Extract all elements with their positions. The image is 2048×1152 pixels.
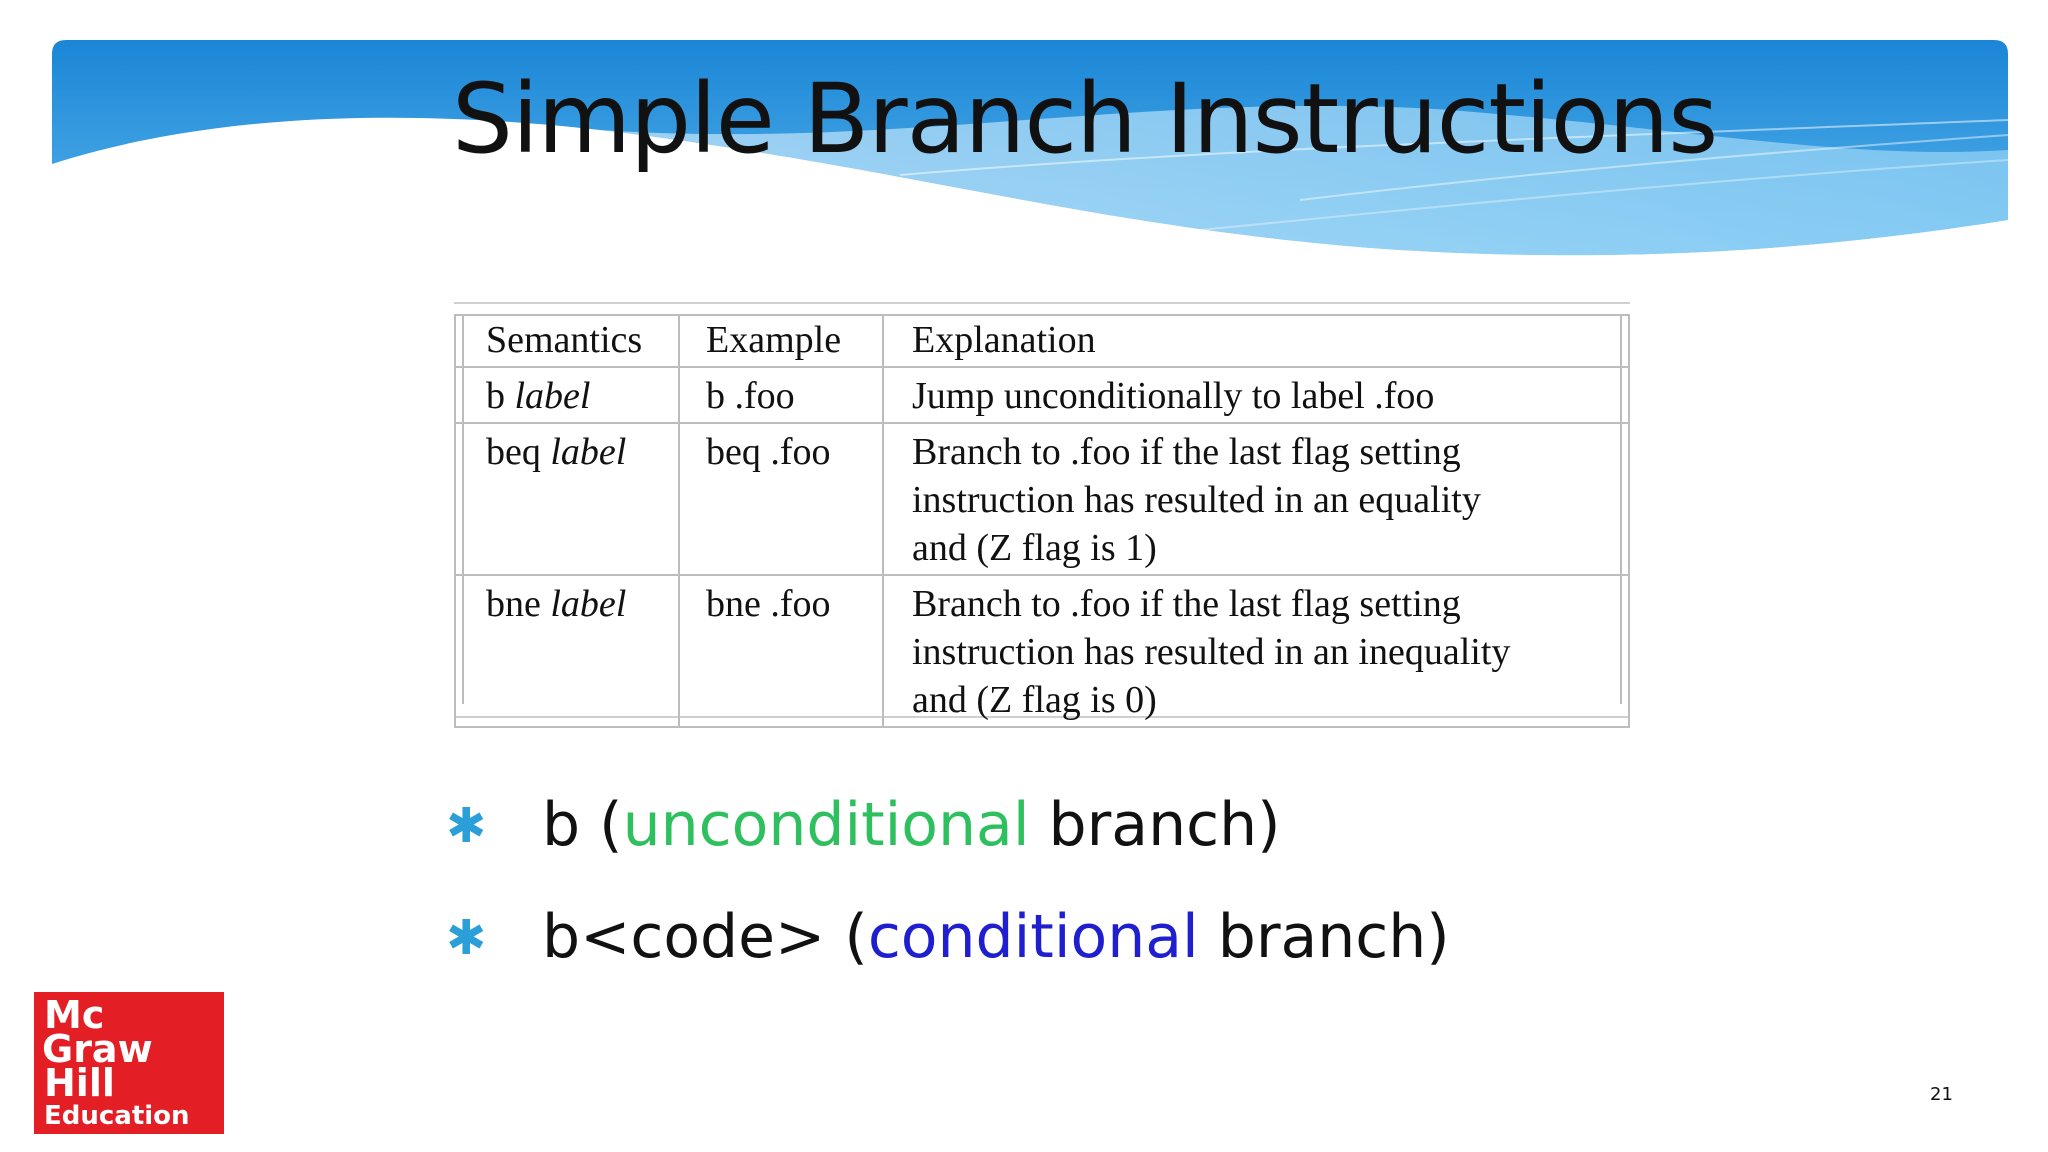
logo-line-graw: Graw (42, 1027, 153, 1071)
slide-title: Simple Branch Instructions (452, 63, 1718, 175)
explanation-line: Branch to .foo if the last flag setting (912, 431, 1461, 473)
bullet-highlight-unconditional: unconditional (622, 790, 1030, 860)
example-cell: b .foo (678, 366, 884, 424)
example-cell: beq .foo (678, 422, 884, 576)
semantics-arg: label (550, 583, 627, 625)
table-header-row: Semantics Example Explanation (454, 314, 1630, 368)
header-example: Example (678, 314, 884, 368)
semantics-cell: beq label (454, 422, 680, 576)
example-cell: bne .foo (678, 574, 884, 728)
bullet-prefix: b ( (542, 790, 623, 860)
explanation-cell: Branch to .foo if the last flag setting … (882, 574, 1630, 728)
logo-line-hill: Hill (44, 1061, 115, 1105)
explanation-line: instruction has resulted in an inequalit… (912, 631, 1511, 673)
explanation-cell: Branch to .foo if the last flag setting … (882, 422, 1630, 576)
mcgraw-hill-education-logo: Mc Graw Hill Education (34, 992, 224, 1134)
logo-line-mc: Mc (44, 993, 104, 1037)
header-wave-banner (52, 40, 2009, 256)
table-row: beq label beq .foo Branch to .foo if the… (454, 422, 1630, 576)
branch-instruction-table: Semantics Example Explanation b label b … (454, 314, 1630, 728)
semantics-arg: label (550, 431, 627, 473)
bullet-suffix: branch) (1198, 902, 1450, 972)
bullet-text: b (unconditional branch) (542, 790, 1281, 860)
semantics-arg: label (514, 375, 591, 417)
semantics-op: b (486, 375, 505, 417)
bullet-text: b<code> (conditional branch) (542, 902, 1450, 972)
explanation-line: Branch to .foo if the last flag setting (912, 583, 1461, 625)
explanation-cell: Jump unconditionally to label .foo (882, 366, 1630, 424)
semantics-cell: b label (454, 366, 680, 424)
semantics-op: beq (486, 431, 541, 473)
page-number: 21 (1930, 1084, 1953, 1105)
bullet-highlight-conditional: conditional (867, 902, 1199, 972)
semantics-cell: bne label (454, 574, 680, 728)
asterisk-bullet-icon: ✱ (446, 798, 487, 854)
explanation-line: instruction has resulted in an equality (912, 479, 1481, 521)
table-row: bne label bne .foo Branch to .foo if the… (454, 574, 1630, 728)
explanation-line: and (Z flag is 1) (912, 527, 1157, 569)
header-explanation: Explanation (882, 314, 1630, 368)
branch-table-frame: Semantics Example Explanation b label b … (454, 302, 1630, 728)
bullet-prefix: b<code> ( (542, 902, 868, 972)
semantics-op: bne (486, 583, 541, 625)
bullet-suffix: branch) (1029, 790, 1281, 860)
explanation-line: Jump unconditionally to label .foo (912, 375, 1435, 417)
asterisk-bullet-icon: ✱ (446, 910, 487, 966)
explanation-line: and (Z flag is 0) (912, 679, 1157, 721)
logo-wordmark: Mc Graw Hill Education (42, 993, 190, 1131)
table-row: b label b .foo Jump unconditionally to l… (454, 366, 1630, 424)
logo-line-education: Education (44, 1101, 190, 1131)
header-semantics: Semantics (454, 314, 680, 368)
